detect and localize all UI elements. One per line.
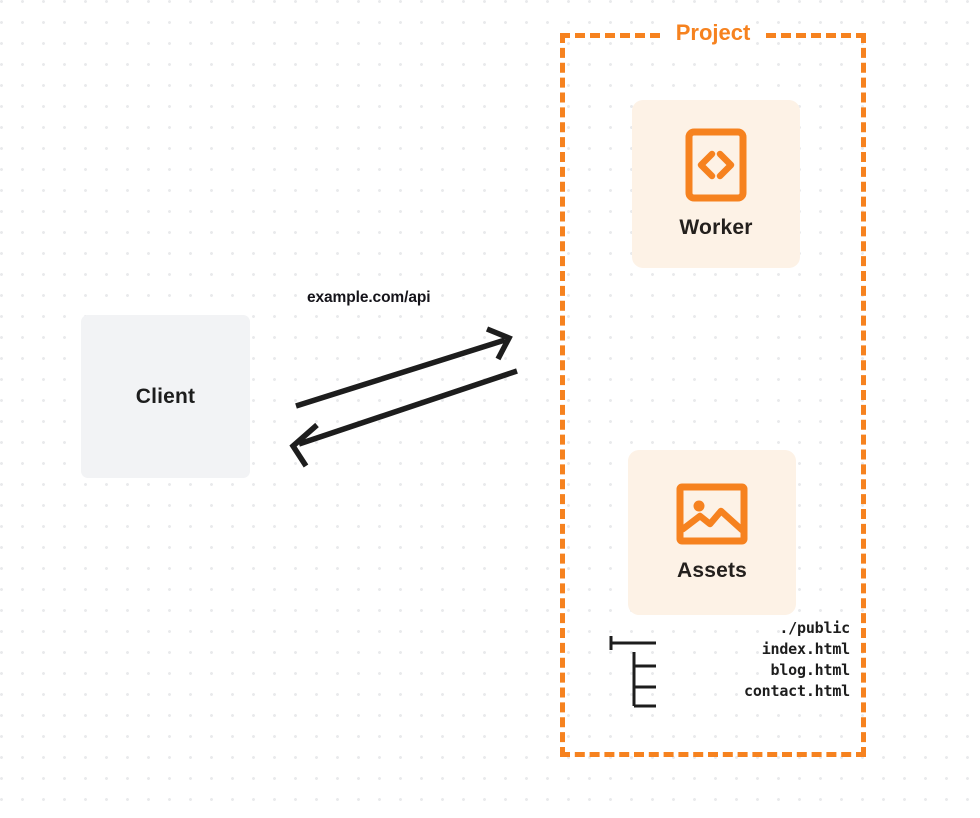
file-tree-item: ./public — [779, 619, 850, 637]
image-icon — [676, 483, 748, 545]
file-tree-item: blog.html — [770, 661, 851, 679]
request-arrow — [295, 326, 513, 409]
file-tree: ./public index.html blog.html contact.ht… — [606, 618, 850, 708]
worker-node[interactable]: Worker — [632, 100, 800, 268]
project-container: Project Worker Assets — [560, 20, 866, 757]
project-border-bottom — [560, 752, 866, 757]
client-node[interactable]: Client — [81, 315, 250, 478]
project-border-right — [861, 33, 866, 757]
assets-node[interactable]: Assets — [628, 450, 796, 615]
project-title: Project — [671, 20, 755, 46]
response-arrow — [289, 368, 518, 468]
file-tree-item: contact.html — [744, 682, 850, 700]
project-border-top-left — [560, 33, 660, 38]
assets-label: Assets — [676, 558, 748, 582]
file-tree-labels: ./public index.html blog.html contact.ht… — [744, 618, 850, 702]
worker-label: Worker — [679, 216, 753, 239]
client-label: Client — [135, 384, 196, 408]
project-border-top-right — [766, 33, 866, 38]
code-brackets-icon — [685, 128, 747, 202]
connection-label: example.com/api — [307, 289, 431, 306]
file-tree-connectors — [609, 636, 656, 708]
project-border-left — [560, 33, 565, 757]
file-tree-item: index.html — [761, 640, 851, 658]
